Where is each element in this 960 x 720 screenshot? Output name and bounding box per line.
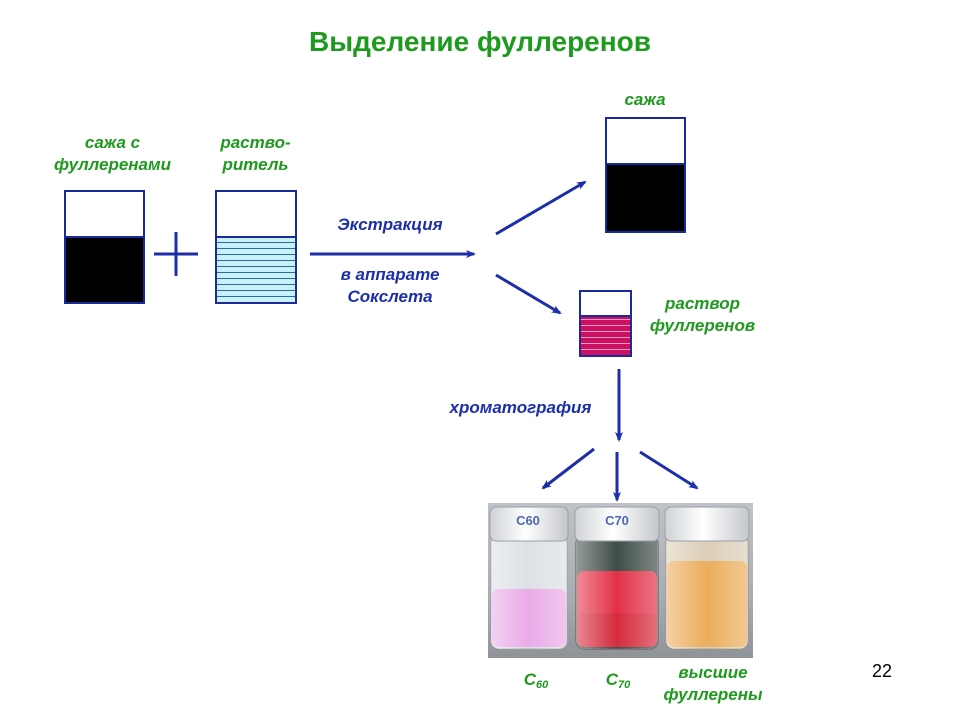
c70-symbol: C bbox=[605, 670, 619, 689]
label-soot: сажа bbox=[624, 90, 666, 109]
solvent-fill bbox=[217, 236, 295, 302]
label-c60: C60 bbox=[506, 669, 566, 696]
label-line: сажа с bbox=[84, 133, 141, 152]
arrow-to-c60 bbox=[541, 447, 595, 490]
plus-icon bbox=[154, 232, 198, 276]
page-number: 22 bbox=[872, 661, 893, 681]
cap-label-c70: C70 bbox=[605, 513, 629, 528]
cap-label-c60: C60 bbox=[516, 513, 540, 528]
c60-symbol: C bbox=[523, 670, 537, 689]
label-soot-with-fullerenes: сажа с фуллеренами bbox=[40, 132, 185, 176]
label-extraction: Экстракция bbox=[337, 215, 443, 234]
label-line: фуллеренов bbox=[649, 316, 756, 335]
label-line: ритель bbox=[222, 155, 289, 174]
c70-subscript: 70 bbox=[618, 679, 631, 691]
beaker-soot-with-fullerenes bbox=[64, 190, 145, 304]
vial-c70: C70 bbox=[574, 506, 660, 650]
beaker-solvent bbox=[215, 190, 297, 304]
label-soxhlet: в аппарате Сокслета bbox=[315, 264, 465, 308]
slide-title: Выделение фуллеренов bbox=[309, 26, 651, 57]
label-line: в аппарате bbox=[340, 265, 440, 284]
vials-photo: C60 C70 bbox=[488, 503, 753, 658]
beaker-soot bbox=[605, 117, 686, 233]
label-line: фуллерены bbox=[663, 685, 763, 704]
label-line: высшие bbox=[678, 663, 748, 682]
label-line: фуллеренами bbox=[54, 155, 171, 174]
c60-subscript: 60 bbox=[536, 679, 549, 691]
arrow-to-soot bbox=[495, 180, 587, 236]
label-line: Сокслета bbox=[347, 287, 433, 306]
label-solvent: раство- ритель bbox=[198, 132, 313, 176]
vial-c60: C60 bbox=[489, 506, 569, 650]
label-higher-fullerenes: высшие фуллерены bbox=[648, 662, 778, 706]
soot-fill bbox=[66, 236, 143, 302]
soot-fill bbox=[607, 163, 684, 231]
label-c70: C70 bbox=[588, 669, 648, 696]
fullerene-solution-fill bbox=[581, 315, 630, 355]
label-line: раство- bbox=[220, 133, 291, 152]
label-fullerene-solution: раствор фуллеренов bbox=[635, 293, 770, 337]
beaker-fullerene-solution bbox=[579, 290, 632, 357]
label-chromatography: хроматография bbox=[449, 398, 592, 417]
vial-higher-fullerenes bbox=[664, 506, 750, 650]
label-line: раствор bbox=[664, 294, 741, 313]
arrow-to-higher bbox=[639, 450, 699, 490]
arrow-to-solution bbox=[495, 273, 562, 315]
